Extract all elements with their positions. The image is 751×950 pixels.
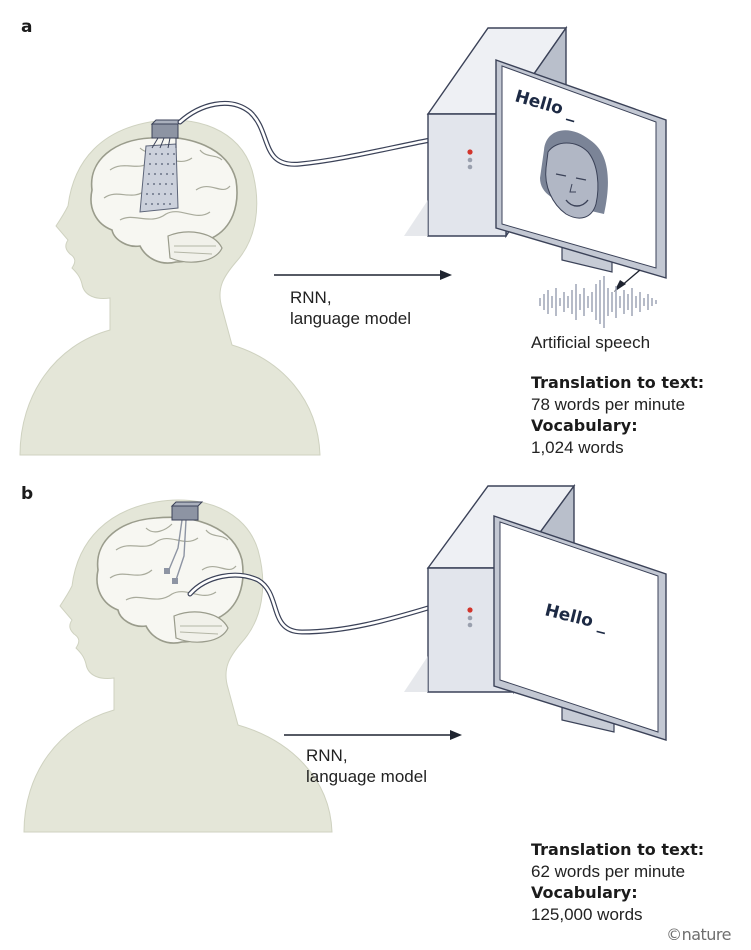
vocabulary-value: 125,000 words bbox=[531, 904, 643, 924]
translation-value: 78 words per minute bbox=[531, 394, 686, 414]
status-led-red bbox=[467, 149, 473, 155]
translation-label: Translation to text: bbox=[531, 373, 705, 392]
monitor-screen bbox=[499, 521, 659, 733]
arrow-label-line2: language model bbox=[306, 767, 427, 786]
arrow-label: RNN, language model bbox=[290, 287, 411, 329]
electrode-array bbox=[139, 143, 179, 213]
arrow-label: RNN, language model bbox=[306, 745, 427, 787]
vocabulary-label: Vocabulary: bbox=[531, 416, 638, 435]
connector-pedestal bbox=[170, 501, 204, 521]
avatar-face bbox=[540, 130, 608, 219]
microelectrode-leads bbox=[167, 519, 187, 581]
nature-credit: ©nature bbox=[666, 925, 731, 944]
computer-device: Hello _ bbox=[404, 25, 667, 279]
arrow-label-line1: RNN, bbox=[290, 288, 332, 307]
panel-letter: a bbox=[21, 17, 33, 37]
panel-b-illustration: Hello _ bbox=[23, 483, 667, 833]
arrow-label-line2: language model bbox=[290, 309, 411, 328]
stats-block: Translation to text: 78 words per minute… bbox=[531, 372, 704, 458]
arrow-head bbox=[450, 730, 462, 740]
panel-a: a bbox=[0, 0, 751, 470]
connector-pedestal bbox=[150, 119, 184, 149]
vocabulary-label: Vocabulary: bbox=[531, 883, 638, 902]
status-led-red bbox=[467, 607, 473, 613]
panel-a-illustration: Hello _ bbox=[19, 25, 667, 456]
speech-waveform bbox=[539, 276, 657, 328]
translation-value: 62 words per minute bbox=[531, 861, 686, 881]
arrow-head bbox=[440, 270, 452, 280]
stats-block: Translation to text: 62 words per minute… bbox=[531, 839, 704, 925]
computer-device: Hello _ bbox=[404, 483, 667, 741]
panel-b: b bbox=[0, 470, 751, 950]
arrow-label-line1: RNN, bbox=[306, 746, 348, 765]
translation-label: Translation to text: bbox=[531, 840, 705, 859]
speech-label: Artificial speech bbox=[531, 333, 651, 352]
vocabulary-value: 1,024 words bbox=[531, 437, 624, 457]
panel-letter: b bbox=[21, 484, 34, 504]
